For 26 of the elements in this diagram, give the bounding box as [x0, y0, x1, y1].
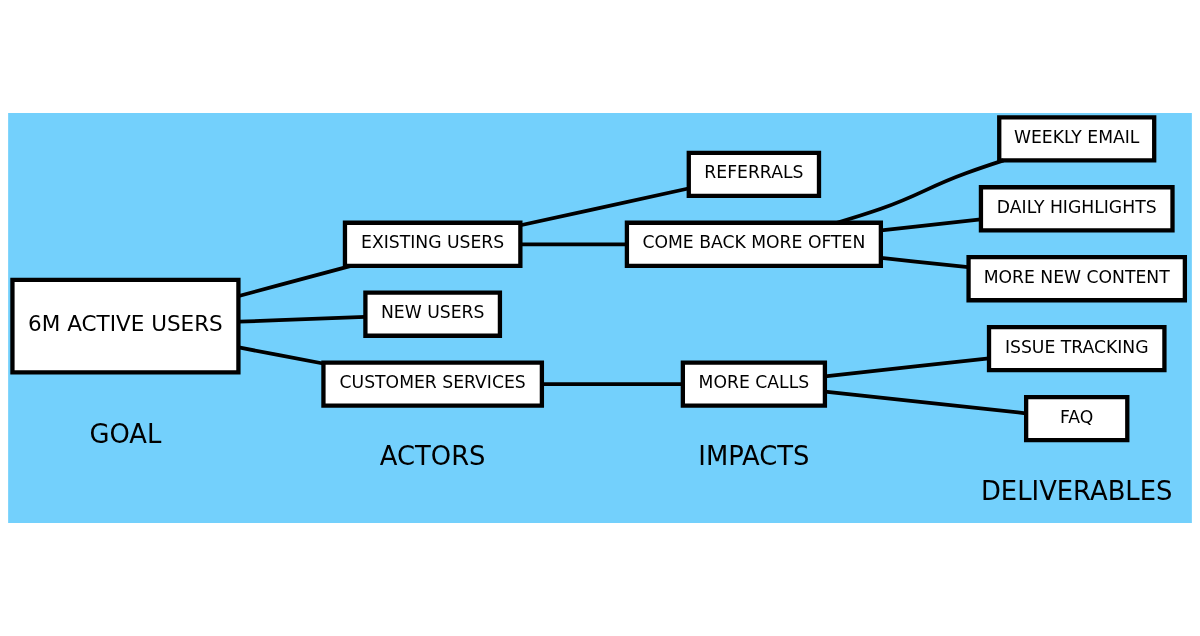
connector: [824, 356, 990, 379]
connector: [542, 382, 683, 387]
node-box: EXISTING USERS: [342, 220, 523, 268]
connector: [881, 217, 981, 233]
node-box: MORE CALLS: [680, 360, 828, 408]
node-box: FAQ: [1024, 394, 1130, 443]
node-box: ISSUE TRACKING: [986, 325, 1167, 373]
connector: [520, 186, 689, 228]
node-box: REFERRALS: [686, 150, 822, 198]
label: GOAL: [89, 418, 162, 449]
node-box: NEW USERS: [363, 290, 503, 338]
connector: [520, 242, 627, 247]
label: ACTORS: [379, 441, 486, 472]
node-box: DAILY HIGHLIGHTS: [978, 185, 1175, 233]
node-box: COME BACK MORE OFTEN: [624, 220, 883, 268]
node-box: 6M ACTIVE USERS: [10, 277, 241, 375]
connector: [238, 314, 366, 324]
connector: [238, 264, 352, 298]
label: IMPACTS: [698, 441, 810, 472]
node-box: CUSTOMER SERVICES: [321, 360, 545, 408]
node-box: MORE NEW CONTENT: [966, 255, 1187, 303]
connector: [238, 345, 324, 366]
label: DELIVERABLES: [980, 475, 1173, 506]
node-box: WEEKLY EMAIL: [997, 115, 1157, 163]
connector: [824, 389, 1026, 416]
connector: [881, 255, 969, 270]
